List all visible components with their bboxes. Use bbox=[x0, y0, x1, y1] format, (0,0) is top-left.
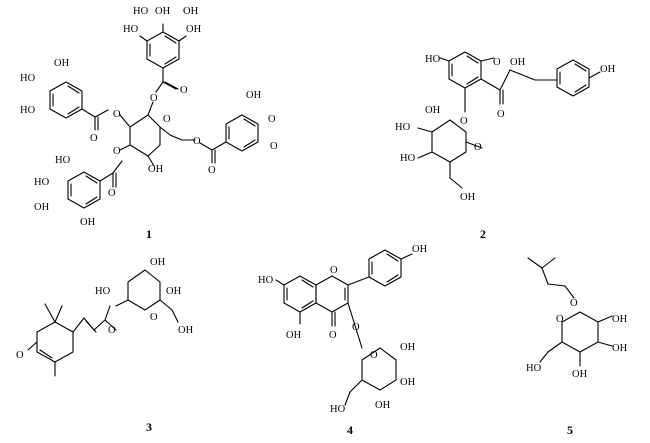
label: OH bbox=[183, 6, 199, 17]
label: OH bbox=[54, 58, 70, 69]
label: O bbox=[460, 116, 468, 127]
compound-number-1: 1 bbox=[146, 227, 152, 241]
label: O bbox=[352, 322, 360, 333]
label: OH bbox=[600, 64, 616, 75]
compound-2-labels: HO O OH OH O O HO OH HO O OH 2 bbox=[395, 54, 616, 241]
label: O bbox=[270, 141, 278, 152]
compound-3-labels: OH HO OH O O OH O 3 bbox=[16, 257, 194, 434]
label: O bbox=[113, 109, 121, 120]
label: O bbox=[193, 136, 201, 147]
label: OH bbox=[375, 400, 391, 411]
label: HO bbox=[526, 363, 542, 374]
label: O bbox=[16, 350, 24, 361]
label: O bbox=[90, 133, 98, 144]
label: OH bbox=[286, 330, 302, 341]
label: OH bbox=[34, 202, 50, 213]
label: O bbox=[268, 114, 276, 125]
label: O bbox=[163, 114, 171, 125]
label: HO bbox=[395, 122, 411, 133]
label: OH bbox=[150, 257, 166, 268]
compound-number-2: 2 bbox=[480, 227, 486, 241]
compound-number-4: 4 bbox=[347, 423, 353, 437]
label: O bbox=[329, 330, 337, 341]
label: O bbox=[108, 325, 116, 336]
label: O bbox=[474, 142, 482, 153]
label: HO bbox=[400, 153, 416, 164]
label: OH bbox=[400, 342, 416, 353]
label: OH bbox=[612, 343, 628, 354]
label: HO bbox=[258, 275, 274, 286]
compound-1-structure bbox=[49, 23, 259, 209]
label: OH bbox=[612, 314, 628, 325]
label: OH bbox=[400, 377, 416, 388]
label: O bbox=[497, 109, 505, 120]
label: O bbox=[208, 165, 216, 176]
label: HO bbox=[34, 177, 50, 188]
label: OH bbox=[246, 90, 262, 101]
label: OH bbox=[186, 24, 202, 35]
label: O bbox=[150, 93, 158, 104]
label: O bbox=[108, 188, 116, 199]
label: O bbox=[370, 350, 378, 361]
compound-number-5: 5 bbox=[567, 423, 573, 437]
label: OH bbox=[80, 217, 96, 228]
label: HO bbox=[95, 286, 111, 297]
label: OH bbox=[178, 325, 194, 336]
label: HO bbox=[133, 6, 149, 17]
label: OH bbox=[460, 192, 476, 203]
compound-4-labels: OH HO O O O OH O OH OH OH HO 4 bbox=[258, 244, 428, 437]
label: O bbox=[180, 85, 188, 96]
compound-3-structure bbox=[27, 269, 179, 377]
compound-number-3: 3 bbox=[146, 420, 152, 434]
label: O bbox=[570, 298, 578, 309]
label: OH bbox=[166, 286, 182, 297]
label: OH bbox=[155, 6, 171, 17]
compound-5-structure bbox=[527, 257, 613, 367]
label: OH bbox=[412, 244, 428, 255]
compound-1-labels: HO OH OH HO OH OH HO HO O O O O O O OH O… bbox=[20, 6, 278, 241]
label: HO bbox=[55, 155, 71, 166]
label: O bbox=[493, 57, 501, 68]
label: HO bbox=[330, 404, 346, 415]
compound-5-labels: O O OH HO OH OH 5 bbox=[526, 298, 628, 437]
label: O bbox=[113, 146, 121, 157]
label: O bbox=[556, 314, 564, 325]
label: OH bbox=[148, 164, 164, 175]
label: O bbox=[330, 265, 338, 276]
label: HO bbox=[123, 24, 139, 35]
compound-2-structure bbox=[417, 51, 601, 189]
label: HO bbox=[20, 105, 36, 116]
label: HO bbox=[20, 73, 36, 84]
label: OH bbox=[510, 57, 526, 68]
compound-4-structure bbox=[275, 249, 413, 406]
label: OH bbox=[572, 369, 588, 380]
label: OH bbox=[425, 105, 441, 116]
label: O bbox=[150, 312, 158, 323]
label: HO bbox=[425, 54, 441, 65]
